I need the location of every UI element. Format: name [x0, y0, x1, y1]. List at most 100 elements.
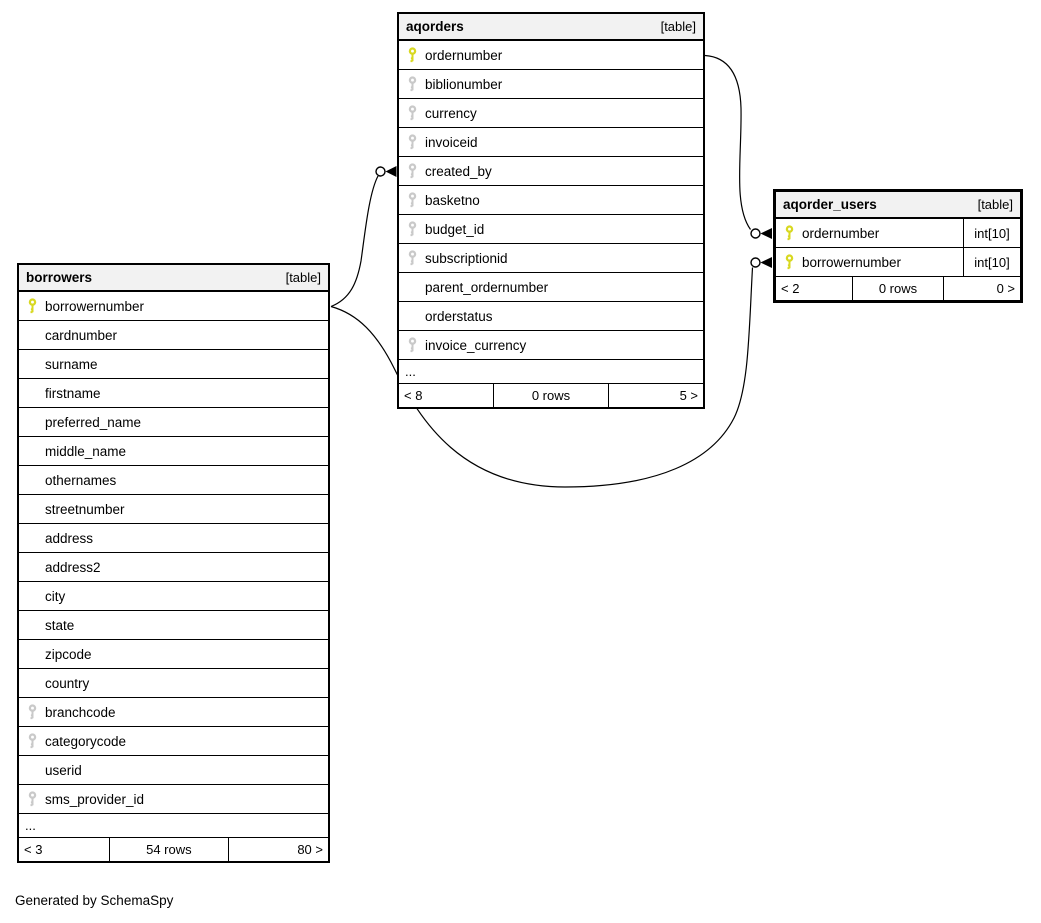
column-name: address2	[45, 559, 101, 575]
footer-children-count: < 8	[404, 388, 423, 403]
column-name: city	[45, 588, 66, 604]
rel-arrowhead-aqorder_users-borrowernumber	[760, 257, 772, 268]
column-name: sms_provider_id	[45, 791, 145, 807]
column-name: currency	[425, 105, 477, 121]
foreign-key-icon	[399, 163, 425, 179]
column-row-ordernumber: ordernumber int[10]	[776, 219, 1020, 248]
rel-odot-aqorders-created_by	[375, 166, 386, 177]
column-row-ordernumber: ordernumber	[399, 41, 703, 70]
column-row-parent_ordernumber: parent_ordernumber	[399, 273, 703, 302]
ellipsis-row: ...	[399, 360, 703, 384]
footer-children-count: < 2	[781, 281, 800, 296]
column-name: preferred_name	[45, 414, 142, 430]
table-header-aqorder_users[interactable]: aqorder_users [table]	[776, 192, 1020, 219]
rel-line-borrowers-to-aqorders	[330, 175, 379, 308]
column-name: branchcode	[45, 704, 116, 720]
column-row-basketno: basketno	[399, 186, 703, 215]
foreign-key-icon	[399, 192, 425, 208]
table-footer: < 8 0 rows 5 >	[399, 384, 703, 407]
primary-key-icon	[776, 254, 802, 270]
column-name: borrowernumber	[802, 254, 902, 270]
column-name: address	[45, 530, 94, 546]
column-row-orderstatus: orderstatus	[399, 302, 703, 331]
column-row-address2: address2	[19, 553, 328, 582]
foreign-key-icon	[399, 134, 425, 150]
column-name: country	[45, 675, 90, 691]
table-tag: [table]	[660, 19, 696, 34]
column-row-categorycode: categorycode	[19, 727, 328, 756]
column-row-budget_id: budget_id	[399, 215, 703, 244]
column-type: int[10]	[963, 248, 1020, 276]
column-name: middle_name	[45, 443, 127, 459]
table-tag: [table]	[977, 197, 1013, 212]
foreign-key-icon	[19, 733, 45, 749]
column-name: zipcode	[45, 646, 92, 662]
foreign-key-icon	[399, 105, 425, 121]
table-aqorder_users[interactable]: aqorder_users [table] ordernumber int[10]…	[773, 189, 1023, 303]
column-name: invoiceid	[425, 134, 478, 150]
primary-key-icon	[399, 47, 425, 63]
table-borrowers[interactable]: borrowers [table] borrowernumber cardnumb…	[17, 263, 330, 863]
column-name: othernames	[45, 472, 117, 488]
column-name: subscriptionid	[425, 250, 508, 266]
foreign-key-icon	[19, 704, 45, 720]
column-name: streetnumber	[45, 501, 125, 517]
column-name: ordernumber	[802, 225, 880, 241]
column-row-firstname: firstname	[19, 379, 328, 408]
table-name: aqorder_users	[783, 197, 877, 212]
column-row-subscriptionid: subscriptionid	[399, 244, 703, 273]
column-row-state: state	[19, 611, 328, 640]
column-name: basketno	[425, 192, 480, 208]
column-name: invoice_currency	[425, 337, 527, 353]
rel-odot-aqorder_users-borrowernumber	[750, 257, 761, 268]
column-name: state	[45, 617, 75, 633]
column-row-address: address	[19, 524, 328, 553]
rel-line-aqorders-to-aqorder_users	[704, 54, 751, 230]
footer-row-count: 0 rows	[851, 277, 945, 300]
column-row-sms_provider_id: sms_provider_id	[19, 785, 328, 814]
footer-row-count: 0 rows	[493, 384, 609, 407]
rel-arrowhead-aqorders-created_by	[385, 166, 397, 177]
table-footer: < 2 0 rows 0 >	[776, 277, 1020, 300]
column-row-borrowernumber: borrowernumber int[10]	[776, 248, 1020, 277]
column-row-cardnumber: cardnumber	[19, 321, 328, 350]
foreign-key-icon	[399, 221, 425, 237]
column-name: created_by	[425, 163, 492, 179]
rel-line-borrowers-to-aqorder_users	[330, 267, 754, 488]
rel-odot-aqorder_users-ordernumber	[750, 228, 761, 239]
column-row-middle_name: middle_name	[19, 437, 328, 466]
column-row-city: city	[19, 582, 328, 611]
footer-parents-count: 5 >	[679, 388, 698, 403]
column-row-country: country	[19, 669, 328, 698]
column-type: int[10]	[963, 219, 1020, 247]
foreign-key-icon	[399, 250, 425, 266]
column-row-preferred_name: preferred_name	[19, 408, 328, 437]
column-row-invoiceid: invoiceid	[399, 128, 703, 157]
column-name: surname	[45, 356, 98, 372]
column-name: parent_ordernumber	[425, 279, 549, 295]
ellipsis-row: ...	[19, 814, 328, 838]
column-row-userid: userid	[19, 756, 328, 785]
column-row-biblionumber: biblionumber	[399, 70, 703, 99]
column-row-currency: currency	[399, 99, 703, 128]
table-header-aqorders[interactable]: aqorders [table]	[399, 14, 703, 41]
column-name: orderstatus	[425, 308, 493, 324]
column-name: firstname	[45, 385, 101, 401]
footer-parents-count: 80 >	[297, 842, 323, 857]
column-name: cardnumber	[45, 327, 118, 343]
rel-arrowhead-aqorder_users-ordernumber	[760, 228, 772, 239]
foreign-key-icon	[399, 76, 425, 92]
column-name: budget_id	[425, 221, 485, 237]
footer-parents-count: 0 >	[996, 281, 1015, 296]
table-header-borrowers[interactable]: borrowers [table]	[19, 265, 328, 292]
footer-row-count: 54 rows	[108, 838, 230, 861]
column-row-zipcode: zipcode	[19, 640, 328, 669]
footer-children-count: < 3	[24, 842, 43, 857]
table-name: borrowers	[26, 270, 93, 285]
foreign-key-icon	[19, 791, 45, 807]
foreign-key-icon	[399, 337, 425, 353]
column-name: borrowernumber	[45, 298, 145, 314]
column-name: userid	[45, 762, 82, 778]
